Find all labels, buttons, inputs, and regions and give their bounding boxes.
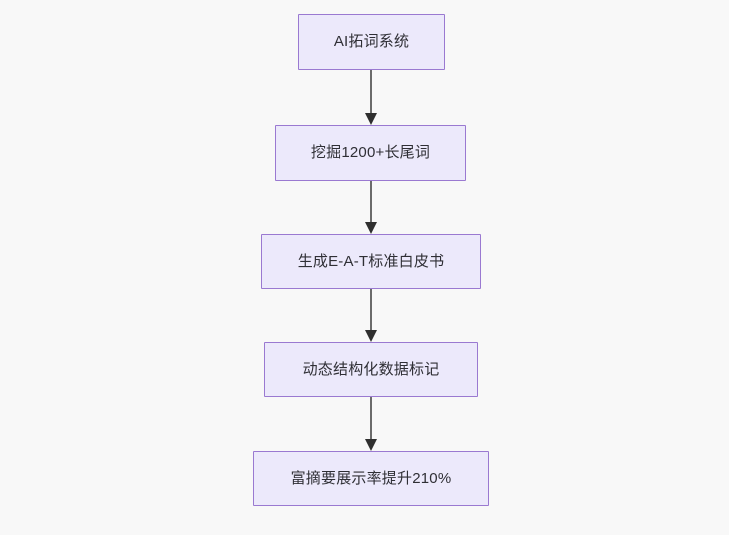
flow-node-4[interactable]: 动态结构化数据标记 bbox=[264, 342, 478, 397]
flow-node-1[interactable]: AI拓词系统 bbox=[298, 14, 445, 70]
flow-node-1-label: AI拓词系统 bbox=[333, 33, 410, 50]
flow-edge-2-3 bbox=[365, 181, 377, 234]
flow-edge-1-2 bbox=[365, 70, 377, 125]
flow-edge-3-4 bbox=[365, 289, 377, 342]
flow-node-5[interactable]: 富摘要展示率提升210% bbox=[253, 451, 489, 506]
flow-node-2-label: 挖掘1200+长尾词 bbox=[310, 144, 431, 161]
flow-edge-1-2-arrowhead bbox=[365, 113, 377, 125]
flow-node-3-label: 生成E-A-T标准白皮书 bbox=[297, 252, 445, 270]
flow-node-3[interactable]: 生成E-A-T标准白皮书 bbox=[261, 234, 481, 289]
flow-edge-3-4-arrowhead bbox=[365, 330, 377, 342]
flow-node-4-label: 动态结构化数据标记 bbox=[302, 360, 440, 378]
flow-edge-2-3-arrowhead bbox=[365, 222, 377, 234]
flow-node-2[interactable]: 挖掘1200+长尾词 bbox=[275, 125, 466, 181]
flow-node-5-label: 富摘要展示率提升210% bbox=[290, 469, 452, 487]
flow-edge-4-5 bbox=[365, 397, 377, 451]
flow-edge-4-5-arrowhead bbox=[365, 439, 377, 451]
